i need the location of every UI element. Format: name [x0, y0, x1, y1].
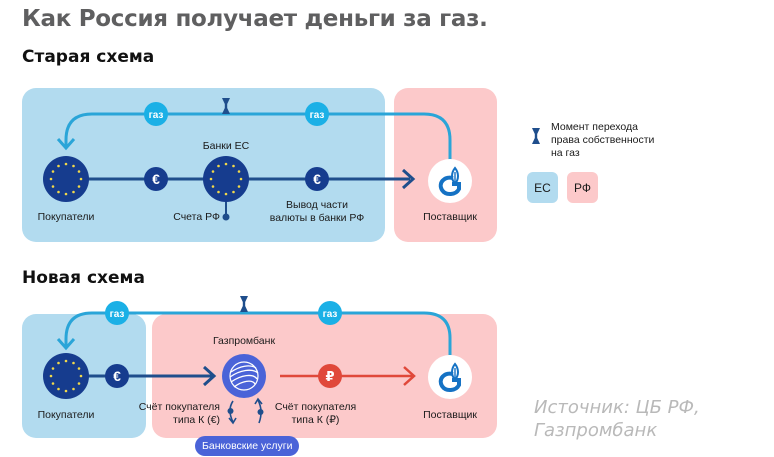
ruble-symbol: ₽ — [325, 370, 334, 385]
account-rub-label: Счёт покупателя типа К (₽) — [268, 401, 363, 427]
account-rub-line2: типа К (₽) — [291, 414, 340, 426]
old-supplier-label: Поставщик — [423, 211, 477, 223]
gazprombank-label: Газпромбанк — [212, 335, 276, 347]
old-gas-line — [64, 112, 452, 160]
new-scheme-heading: Новая схема — [22, 268, 145, 288]
new-gas-badge-1 — [105, 301, 129, 325]
new-euro-symbol: € — [113, 368, 121, 384]
ruble-badge — [318, 364, 342, 388]
old-gas-arrowhead — [56, 138, 76, 151]
new-euro-badge — [105, 364, 129, 388]
new-gas-arrowhead — [56, 338, 76, 351]
old-gas-badge-2 — [305, 102, 329, 126]
legend-line2: права собственности — [551, 134, 655, 146]
old-eu-banks-flag-icon — [203, 156, 249, 202]
gazprombank-logo-icon — [221, 353, 267, 399]
old-money-arrowhead — [401, 168, 416, 190]
new-buyers-eu-flag-icon — [43, 353, 89, 399]
new-gas-badge-2 — [318, 301, 342, 325]
new-gas-badge-2-label: газ — [323, 309, 338, 320]
new-gas-badge-1-label: газ — [110, 309, 125, 320]
source-line1: Источник: ЦБ РФ, — [534, 397, 700, 418]
new-gas-line — [64, 311, 452, 355]
new-euro-arrowhead — [202, 365, 217, 387]
old-gazprom-logo-icon — [426, 157, 474, 205]
old-gas-badge-1 — [144, 102, 168, 126]
new-gazprom-logo-icon — [426, 353, 474, 401]
source-note: Источник: ЦБ РФ, Газпромбанк — [534, 396, 700, 442]
old-euro-badge-2 — [305, 167, 329, 191]
old-buyers-eu-flag-icon — [43, 156, 89, 202]
legend-ownership-icon — [532, 128, 540, 144]
legend-line3: на газ — [551, 147, 580, 159]
bank-services-badge: Банковские услуги — [195, 436, 300, 456]
old-eu-zone — [22, 88, 385, 242]
old-buyers-label: Покупатели — [37, 211, 95, 223]
old-euro-symbol: € — [152, 171, 160, 187]
source-line2: Газпромбанк — [534, 420, 658, 441]
page-title: Как Россия получает деньги за газ. — [22, 6, 488, 32]
account-eur-line2: типа К (€) — [173, 414, 220, 426]
old-euro-symbol-2: € — [313, 171, 321, 187]
account-eur-line1: Счёт покупателя — [138, 401, 220, 413]
old-rf-accounts-label: Счета РФ — [173, 211, 220, 223]
new-ruble-arrowhead — [403, 366, 416, 386]
legend-eu-chip: ЕС — [527, 172, 558, 203]
old-withdrawal-line2: валюты в банки РФ — [269, 212, 365, 224]
new-supplier-label: Поставщик — [423, 409, 477, 421]
old-scheme-heading: Старая схема — [22, 47, 155, 67]
old-withdrawal-label: Вывод части валюты в банки РФ — [267, 199, 367, 225]
new-ownership-marker-icon — [240, 296, 248, 312]
old-withdrawal-line1: Вывод части — [286, 199, 348, 211]
old-gas-badge-1-label: газ — [149, 110, 164, 121]
new-buyers-label: Покупатели — [37, 409, 95, 421]
old-eu-banks-label: Банки ЕС — [202, 140, 250, 152]
old-gas-badge-2-label: газ — [310, 110, 325, 121]
legend-rf-chip: РФ — [567, 172, 598, 203]
legend-line1: Момент перехода — [551, 121, 638, 133]
account-eur-label: Счёт покупателя типа К (€) — [125, 401, 220, 427]
old-euro-badge — [144, 167, 168, 191]
account-rub-line1: Счёт покупателя — [274, 401, 357, 413]
legend-ownership-text: Момент перехода права собственности на г… — [551, 121, 654, 160]
old-rf-accounts-dot — [222, 213, 230, 221]
